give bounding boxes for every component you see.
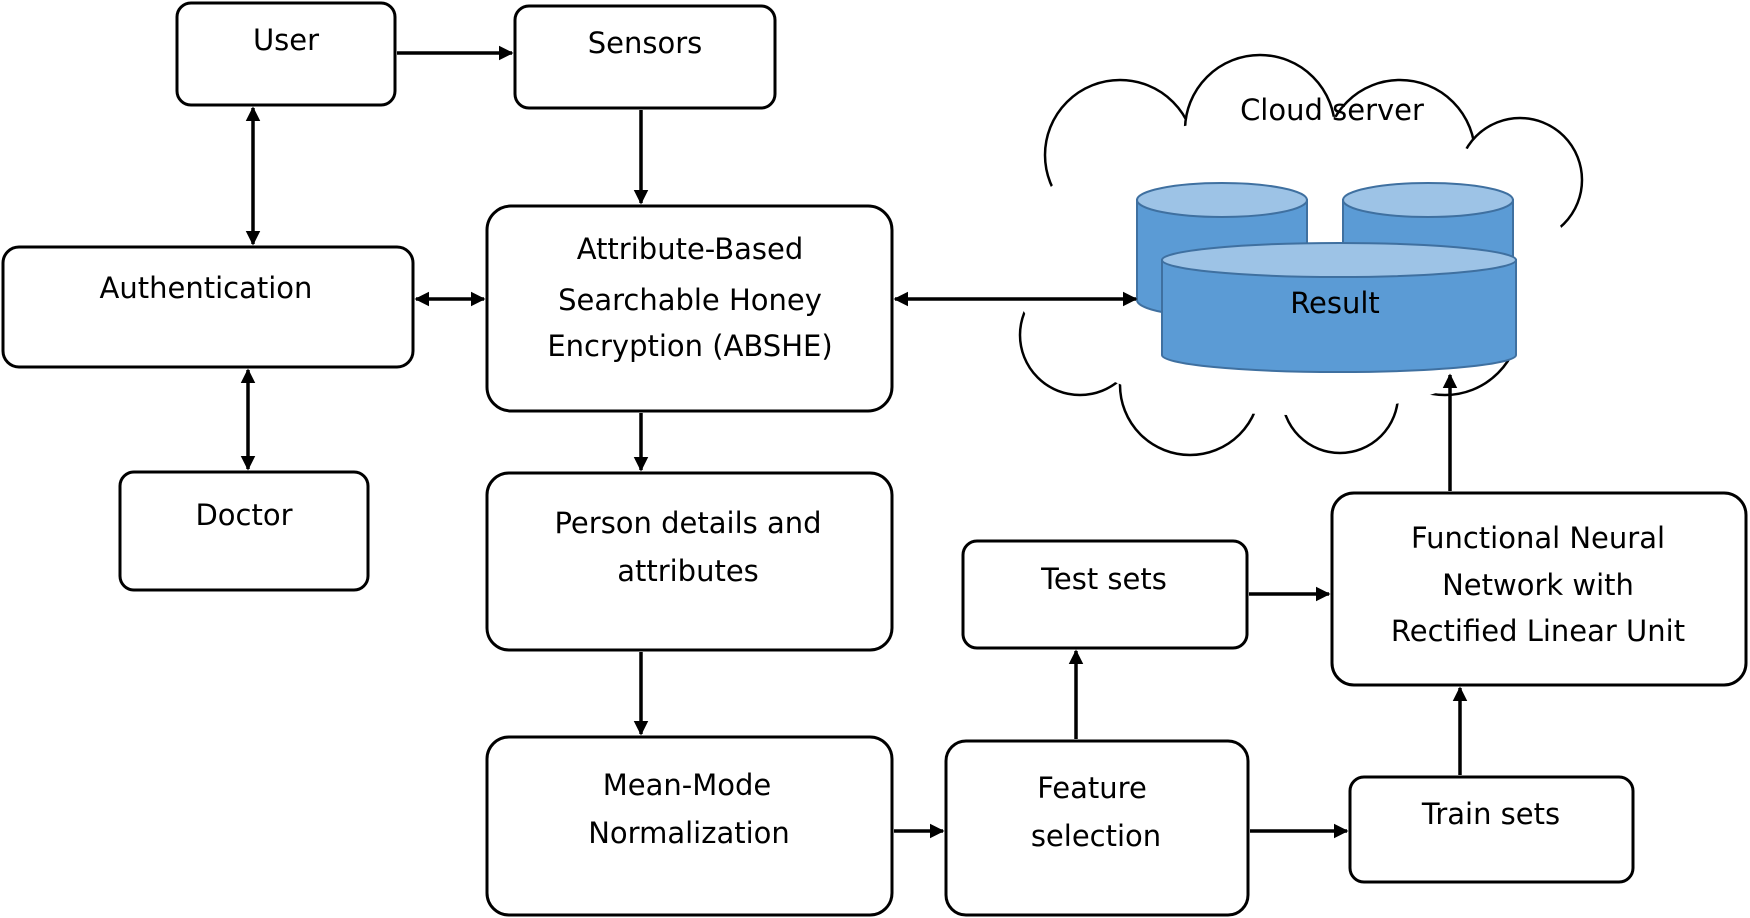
sensors-label: Sensors bbox=[588, 26, 703, 60]
user-box: User bbox=[175, 1, 397, 107]
authentication-label: Authentication bbox=[100, 271, 313, 305]
feature-selection-label-line-2: selection bbox=[1031, 819, 1161, 853]
authentication-box: Authentication bbox=[1, 245, 415, 369]
person-details-label-line-1: Person details and bbox=[554, 506, 821, 540]
feature-selection-box: Feature selection bbox=[944, 739, 1250, 917]
abshe-box: Attribute-Based Searchable Honey Encrypt… bbox=[485, 204, 894, 413]
fnn-label-line-3: Rectified Linear Unit bbox=[1391, 614, 1685, 648]
abshe-label-line-3: Encryption (ABSHE) bbox=[547, 329, 832, 363]
fnn-box: Functional Neural Network with Rectified… bbox=[1330, 491, 1748, 687]
fnn-label-line-2: Network with bbox=[1442, 568, 1634, 602]
normalization-label-line-2: Normalization bbox=[588, 816, 790, 850]
normalization-box: Mean-Mode Normalization bbox=[485, 735, 894, 917]
sensors-box: Sensors bbox=[513, 4, 777, 110]
abshe-label-line-1: Attribute-Based bbox=[577, 232, 804, 266]
train-sets-label: Train sets bbox=[1421, 797, 1560, 831]
doctor-box: Doctor bbox=[118, 470, 370, 592]
train-sets-box: Train sets bbox=[1348, 775, 1635, 884]
feature-selection-label-line-1: Feature bbox=[1037, 771, 1147, 805]
test-sets-box: Test sets bbox=[961, 539, 1249, 650]
test-sets-label: Test sets bbox=[1040, 562, 1167, 596]
user-label: User bbox=[253, 23, 319, 57]
fnn-label-line-1: Functional Neural bbox=[1411, 521, 1665, 555]
doctor-label: Doctor bbox=[195, 498, 292, 532]
cloud-server: Cloud server Result bbox=[1010, 53, 1584, 457]
result-label: Result bbox=[1290, 286, 1380, 320]
person-details-label-line-2: attributes bbox=[617, 554, 759, 588]
abshe-label-line-2: Searchable Honey bbox=[558, 283, 822, 317]
cloud-server-label: Cloud server bbox=[1240, 93, 1424, 127]
result-database: Result bbox=[1161, 242, 1517, 373]
person-details-box: Person details and attributes bbox=[485, 471, 894, 652]
normalization-label-line-1: Mean-Mode bbox=[603, 768, 772, 802]
